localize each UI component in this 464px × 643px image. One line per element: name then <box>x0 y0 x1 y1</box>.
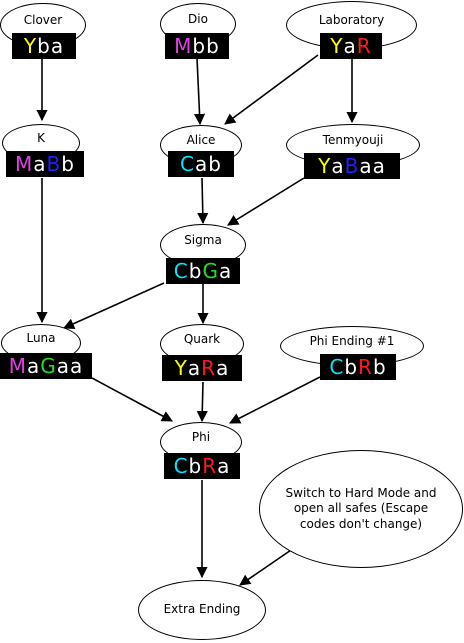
node-laboratory: Laboratory <box>286 1 417 49</box>
code-letter: Y <box>318 154 332 178</box>
node-extra-ending: Extra Ending <box>138 580 266 640</box>
code-letter: C <box>173 454 189 478</box>
node-phi-label: Phi <box>191 430 211 445</box>
code-letter: a <box>372 154 386 178</box>
code-letter: a <box>56 354 71 378</box>
code-letter: a <box>33 152 47 176</box>
code-letter: G <box>202 259 219 283</box>
code-letter: C <box>180 152 195 176</box>
code-letter: a <box>218 259 233 283</box>
code-letter: a <box>50 34 65 58</box>
code-letter: a <box>216 356 230 380</box>
node-tenmyouji-label: Tenmyouji <box>322 133 384 148</box>
edge-quark-to-phi <box>196 381 208 423</box>
code-letter: R <box>202 454 218 478</box>
code-letter: B <box>46 152 62 176</box>
code-letter: C <box>173 259 189 283</box>
node-dio-label: Dio <box>188 12 208 27</box>
code-letter: b <box>188 454 203 478</box>
edge-alice-to-sigma <box>197 177 209 225</box>
code-letter: M <box>8 354 27 378</box>
edge-laboratory-to-alice <box>224 54 319 125</box>
node-laboratory-label: Laboratory <box>318 13 385 28</box>
node-sigma-label: Sigma <box>184 233 222 248</box>
edge-phi-ending-to-phi <box>229 376 321 424</box>
edge-hard-mode-to-extra <box>239 547 295 586</box>
edge-tenmyouji-to-sigma <box>227 177 305 226</box>
code-letter: Y <box>174 356 188 380</box>
code-letter: a <box>195 152 209 176</box>
node-alice-label: Alice <box>186 133 216 148</box>
edge-luna-to-phi <box>91 377 173 422</box>
edge-dio-to-alice <box>193 57 206 126</box>
code-letter: M <box>15 152 34 176</box>
code-letter: a <box>331 154 345 178</box>
code-letter: M <box>174 34 193 58</box>
node-clover-label: Clover <box>23 13 63 28</box>
code-letter: C <box>329 355 345 379</box>
code-letter: a <box>217 454 231 478</box>
node-k-label: K <box>37 131 45 146</box>
code-letter: R <box>356 34 372 58</box>
node-quark-label: Quark <box>183 332 221 347</box>
code-letter: b <box>37 34 51 58</box>
code-letter: B <box>344 154 360 178</box>
node-phi-ending-1-label: Phi Ending #1 <box>309 334 395 349</box>
code-letter: R <box>358 355 373 379</box>
edge-sigma-to-luna <box>62 282 165 329</box>
code-letter: b <box>372 355 387 379</box>
code-letter: b <box>206 34 220 58</box>
code-letter: Y <box>330 34 344 58</box>
code-letter: Y <box>23 34 38 58</box>
node-luna-label: Luna <box>26 331 56 346</box>
code-letter: a <box>343 34 357 58</box>
code-letter: b <box>208 152 222 176</box>
code-letter: b <box>344 355 359 379</box>
code-letter: b <box>61 152 75 176</box>
code-letter: b <box>192 34 207 58</box>
node-extra-ending-label: Extra Ending <box>163 602 241 617</box>
code-letter: a <box>26 354 41 378</box>
hard-mode-note-label: Switch to Hard Mode and open all safes (… <box>285 485 437 531</box>
code-letter: a <box>187 356 202 380</box>
code-letter: b <box>188 259 203 283</box>
code-letter: a <box>70 354 84 378</box>
code-letter: a <box>359 154 373 178</box>
code-letter: G <box>40 354 57 378</box>
hard-mode-note: Switch to Hard Mode and open all safes (… <box>259 450 463 568</box>
code-letter: R <box>201 356 217 380</box>
